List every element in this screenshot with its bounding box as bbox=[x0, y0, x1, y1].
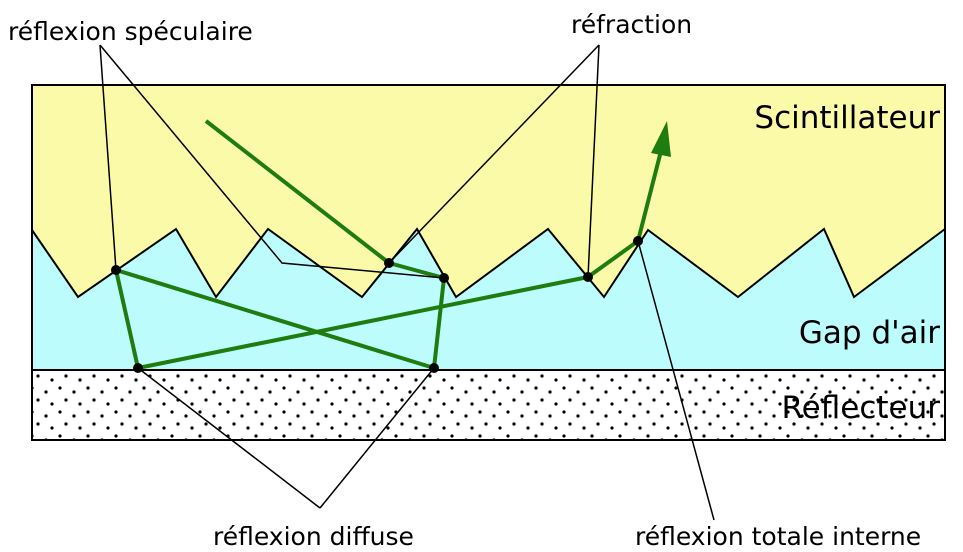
label-reflector: Réflecteur bbox=[782, 390, 941, 426]
label-scintillator: Scintillateur bbox=[754, 100, 940, 136]
label-total-internal-reflection: réflexion totale interne bbox=[635, 522, 921, 551]
label-diffuse-reflection: réflexion diffuse bbox=[213, 522, 414, 551]
label-air-gap: Gap d'air bbox=[799, 315, 940, 351]
label-specular-reflection: réflexion spéculaire bbox=[8, 17, 253, 46]
label-refraction: réfraction bbox=[571, 10, 692, 39]
